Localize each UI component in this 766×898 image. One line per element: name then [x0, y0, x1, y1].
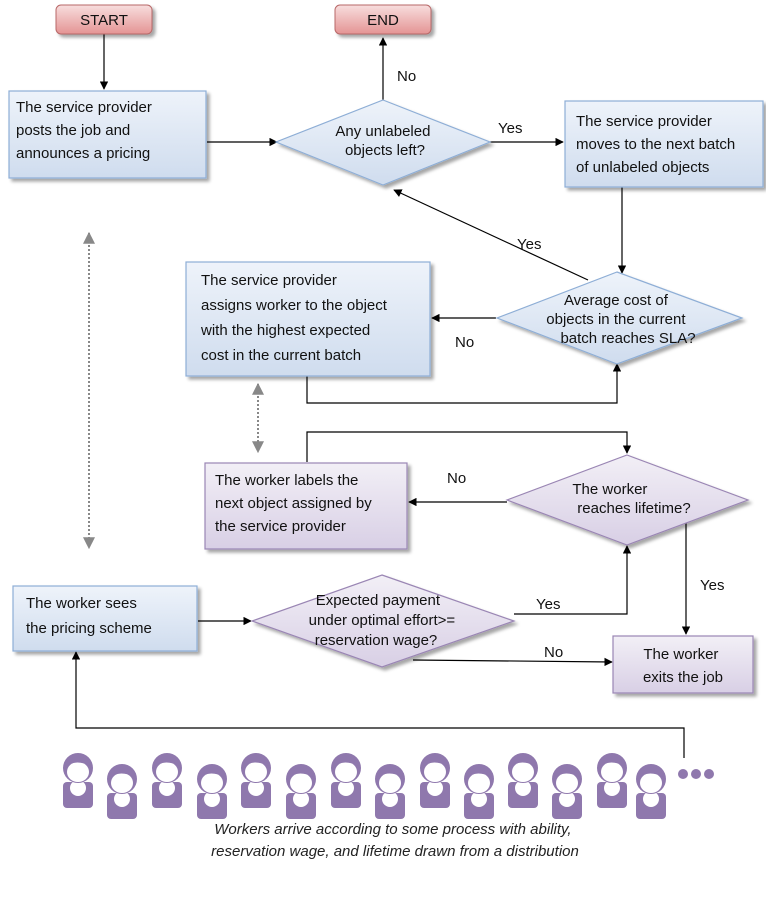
post-job-box: The service provider posts the job and a…	[8, 90, 207, 179]
label-lifetime-no: No	[447, 470, 466, 487]
edges	[71, 34, 691, 758]
label-payment-yes: Yes	[536, 596, 560, 613]
person-icon	[241, 753, 271, 808]
person-icon	[508, 753, 538, 808]
workers-row	[63, 753, 666, 819]
label-payment-no: No	[544, 644, 563, 661]
person-icon	[375, 764, 405, 819]
worker-labels-text: The worker labels the next object assign…	[215, 472, 376, 535]
label-any-yes: Yes	[498, 120, 522, 137]
end-label: END	[367, 12, 399, 29]
edge-labels: No Yes Yes No No Yes Yes No	[397, 68, 724, 661]
caption: Workers arrive according to some process…	[211, 821, 579, 860]
any-unlabeled-text: Any unlabeled objects left?	[335, 123, 434, 159]
avg-cost-decision: Average cost of objects in the current b…	[495, 271, 744, 365]
person-icon	[552, 764, 582, 819]
sees-pricing-text: The worker sees the pricing scheme	[26, 595, 152, 637]
any-unlabeled-decision: Any unlabeled objects left?	[274, 99, 492, 186]
edge-avg-yes-to-any	[393, 189, 589, 281]
exits-job-box: The worker exits the job	[612, 635, 754, 694]
label-avg-no: No	[455, 334, 474, 351]
next-batch-box: The service provider moves to the next b…	[564, 100, 764, 188]
worker-labels-box: The worker labels the next object assign…	[204, 462, 408, 550]
assign-worker-box: The service provider assigns worker to t…	[185, 261, 431, 377]
expected-payment-text: Expected payment under optimal effort>= …	[309, 592, 460, 649]
start-label: START	[80, 12, 128, 29]
person-icon	[420, 753, 450, 808]
next-batch-text: The service provider moves to the next b…	[576, 113, 739, 176]
person-icon	[636, 764, 666, 819]
person-icon	[464, 764, 494, 819]
person-icon	[331, 753, 361, 808]
ellipsis-dots-icon	[678, 769, 714, 779]
person-icon	[197, 764, 227, 819]
sees-pricing-box: The worker sees the pricing scheme	[12, 585, 198, 652]
person-icon	[286, 764, 316, 819]
label-any-no: No	[397, 68, 416, 85]
label-lifetime-yes: Yes	[700, 577, 724, 594]
exits-job-text: The worker exits the job	[643, 646, 723, 686]
edge-workers-to-sees	[71, 651, 685, 758]
end-node: END	[334, 4, 432, 35]
person-icon	[107, 764, 137, 819]
reaches-lifetime-decision: The worker reaches lifetime?	[505, 454, 750, 546]
edge-worker-labels-to-lifetime	[306, 431, 632, 462]
start-node: START	[55, 4, 153, 35]
person-icon	[152, 753, 182, 808]
person-icon	[63, 753, 93, 808]
reaches-lifetime-text: The worker reaches lifetime?	[572, 481, 690, 517]
edge-assign-to-avg-loop	[306, 363, 622, 404]
person-icon	[597, 753, 627, 808]
label-avg-yes: Yes	[517, 236, 541, 253]
edge-payment-no-to-exit	[412, 657, 613, 667]
assign-worker-text: The service provider assigns worker to t…	[200, 272, 391, 364]
avg-cost-text: Average cost of objects in the current b…	[546, 292, 695, 347]
expected-payment-decision: Expected payment under optimal effort>= …	[250, 574, 516, 668]
dotted-links	[83, 231, 264, 550]
edge-payment-yes-to-lifetime	[514, 545, 632, 615]
post-job-text: The service provider posts the job and a…	[16, 99, 156, 162]
